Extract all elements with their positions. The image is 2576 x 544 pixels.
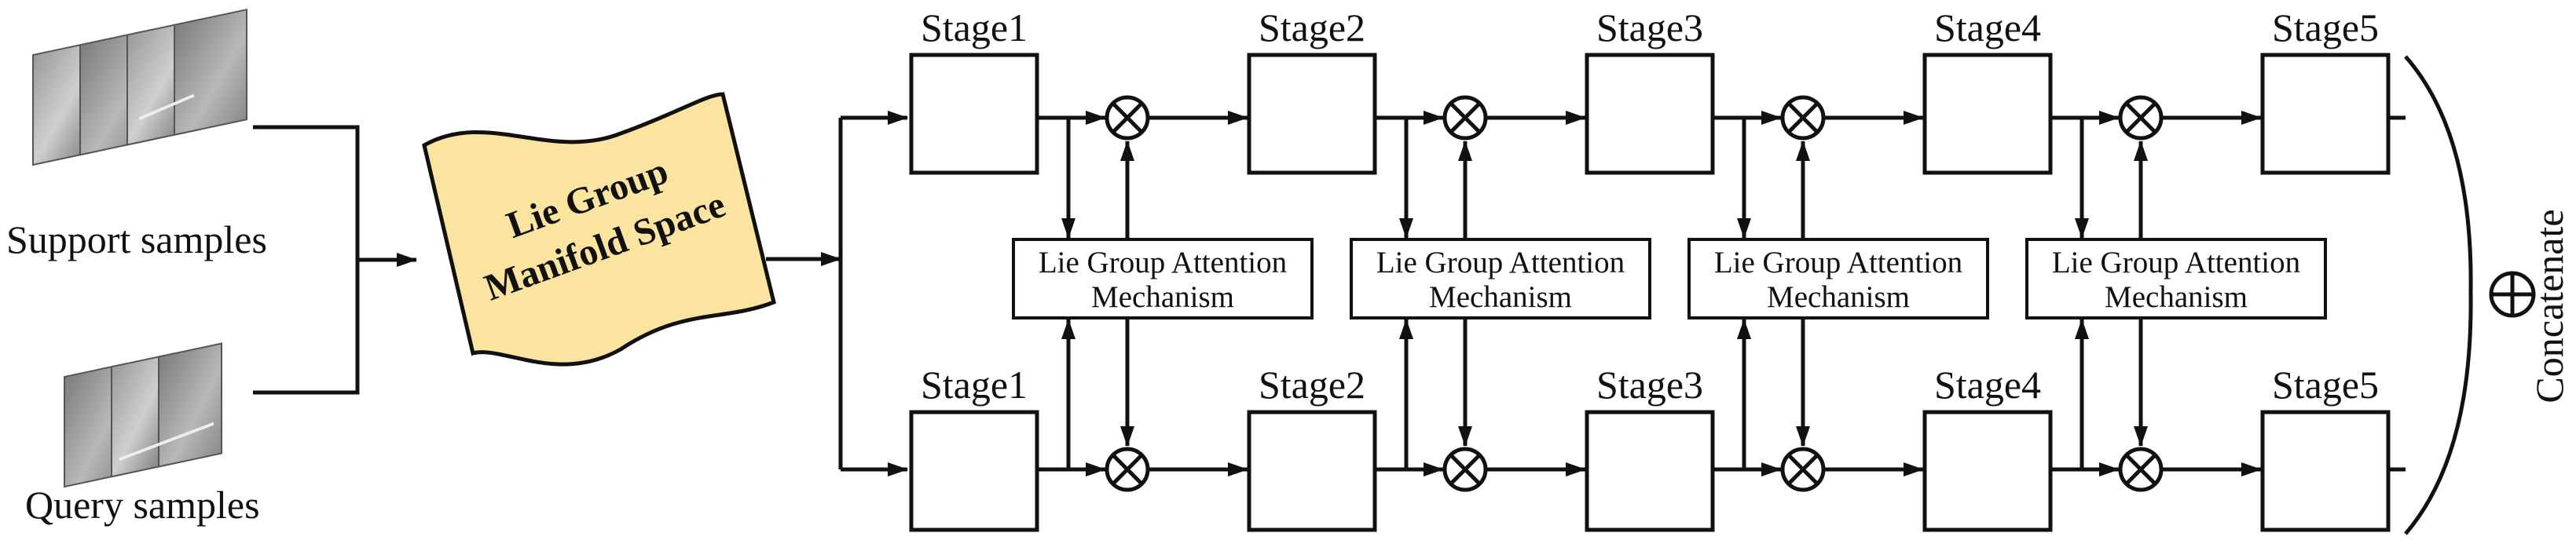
- query-images: [64, 342, 222, 488]
- input-merge-lines: [253, 125, 417, 395]
- manifold-output-lines: [766, 111, 908, 476]
- stage-label-top-1: Stage1: [921, 5, 1028, 49]
- multiply-op-bottom-1: [1105, 447, 1150, 492]
- support-samples-label: Support samples: [6, 217, 267, 261]
- attention-label-line1: Lie Group Attention: [1714, 246, 1962, 279]
- concatenate-label: Concatenate: [2527, 209, 2571, 403]
- multiply-op-top-2: [1442, 95, 1488, 141]
- stage-label-top-3: Stage3: [1596, 5, 1703, 49]
- stage-box-bottom-2: [1247, 410, 1377, 532]
- stage-box-bottom-1: [909, 410, 1039, 532]
- stage-box-bottom-3: [1585, 410, 1715, 532]
- stage-pipeline: Stage1Stage1Stage2Stage2Stage3Stage3Stag…: [909, 5, 2406, 532]
- attention-label-line1: Lie Group Attention: [2052, 246, 2300, 279]
- stage-label-top-2: Stage2: [1259, 5, 1365, 49]
- query-samples-label: Query samples: [25, 483, 260, 527]
- attention-label-line1: Lie Group Attention: [1376, 246, 1625, 279]
- multiply-op-bottom-4: [2118, 447, 2164, 492]
- attention-label-line2: Mechanism: [1767, 280, 1910, 314]
- concat-operator: [2489, 271, 2536, 318]
- multiply-op-top-4: [2118, 95, 2164, 141]
- stage-box-top-5: [2260, 53, 2391, 175]
- multiply-op-top-1: [1105, 95, 1150, 141]
- stage-box-bottom-4: [1922, 410, 2053, 532]
- concat-bracket: [2404, 55, 2473, 535]
- stage-label-bottom-3: Stage3: [1596, 363, 1703, 407]
- stage-label-bottom-5: Stage5: [2272, 363, 2379, 407]
- stage-box-top-4: [1922, 53, 2053, 175]
- multiply-op-top-3: [1780, 95, 1826, 141]
- stage-label-bottom-2: Stage2: [1259, 363, 1365, 407]
- stage-label-top-5: Stage5: [2272, 5, 2379, 49]
- stage-label-top-4: Stage4: [1934, 5, 2041, 49]
- manifold-shape: [422, 92, 776, 367]
- attention-label-line2: Mechanism: [2105, 280, 2248, 314]
- attention-label-line2: Mechanism: [1091, 280, 1234, 314]
- stage-label-bottom-4: Stage4: [1934, 363, 2041, 407]
- stage-label-bottom-1: Stage1: [921, 363, 1028, 407]
- stage-box-top-3: [1585, 53, 1715, 175]
- stage-box-top-2: [1247, 53, 1377, 175]
- support-images: [32, 8, 247, 166]
- multiply-op-bottom-3: [1780, 447, 1826, 492]
- stage-box-bottom-5: [2260, 410, 2391, 532]
- stage-box-top-1: [909, 53, 1039, 175]
- attention-label-line2: Mechanism: [1429, 280, 1572, 314]
- multiply-op-bottom-2: [1442, 447, 1488, 492]
- attention-label-line1: Lie Group Attention: [1039, 246, 1287, 279]
